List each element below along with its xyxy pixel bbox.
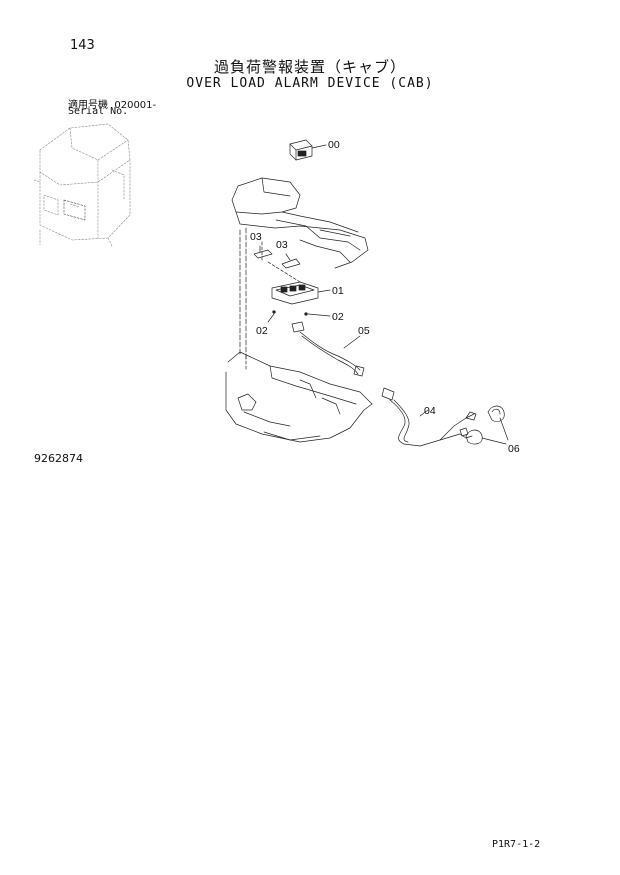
part-02-screws — [267, 310, 331, 323]
callout-06: 06 — [508, 443, 520, 455]
callout-03a: 03 — [250, 231, 262, 243]
callout-05: 05 — [358, 325, 370, 337]
callout-02b: 02 — [332, 311, 344, 323]
cab-console — [231, 177, 369, 361]
console-base — [225, 351, 373, 443]
title-japanese: 過負荷警報装置（キャブ） — [213, 58, 406, 76]
part-00-switch — [289, 139, 327, 161]
serial-value: 020001- — [114, 100, 157, 111]
part-04-harness — [381, 387, 477, 447]
callout-01: 01 — [332, 285, 344, 297]
serial-applicability: 適用号機 020001- — [68, 96, 156, 111]
callout-03b: 03 — [276, 239, 288, 251]
drawing-number: 9262874 — [34, 452, 83, 465]
callout-04: 04 — [424, 405, 436, 417]
part-01-panel — [271, 281, 331, 305]
callout-00: 00 — [328, 139, 340, 151]
machine-locator-thumbnail — [33, 123, 131, 247]
title-english: OVER LOAD ALARM DEVICE (CAB) — [186, 76, 434, 91]
page-number: 143 — [70, 38, 95, 53]
part-05-harness — [291, 321, 365, 377]
part-06-sensors — [465, 405, 509, 445]
sheet-reference: P1R7-1-2 — [492, 839, 541, 850]
serial-label-jp: 適用号機 — [68, 100, 108, 111]
callout-02a: 02 — [256, 325, 268, 337]
part-03-pads — [253, 245, 301, 269]
serial-label-en: Serial No. — [68, 106, 129, 117]
